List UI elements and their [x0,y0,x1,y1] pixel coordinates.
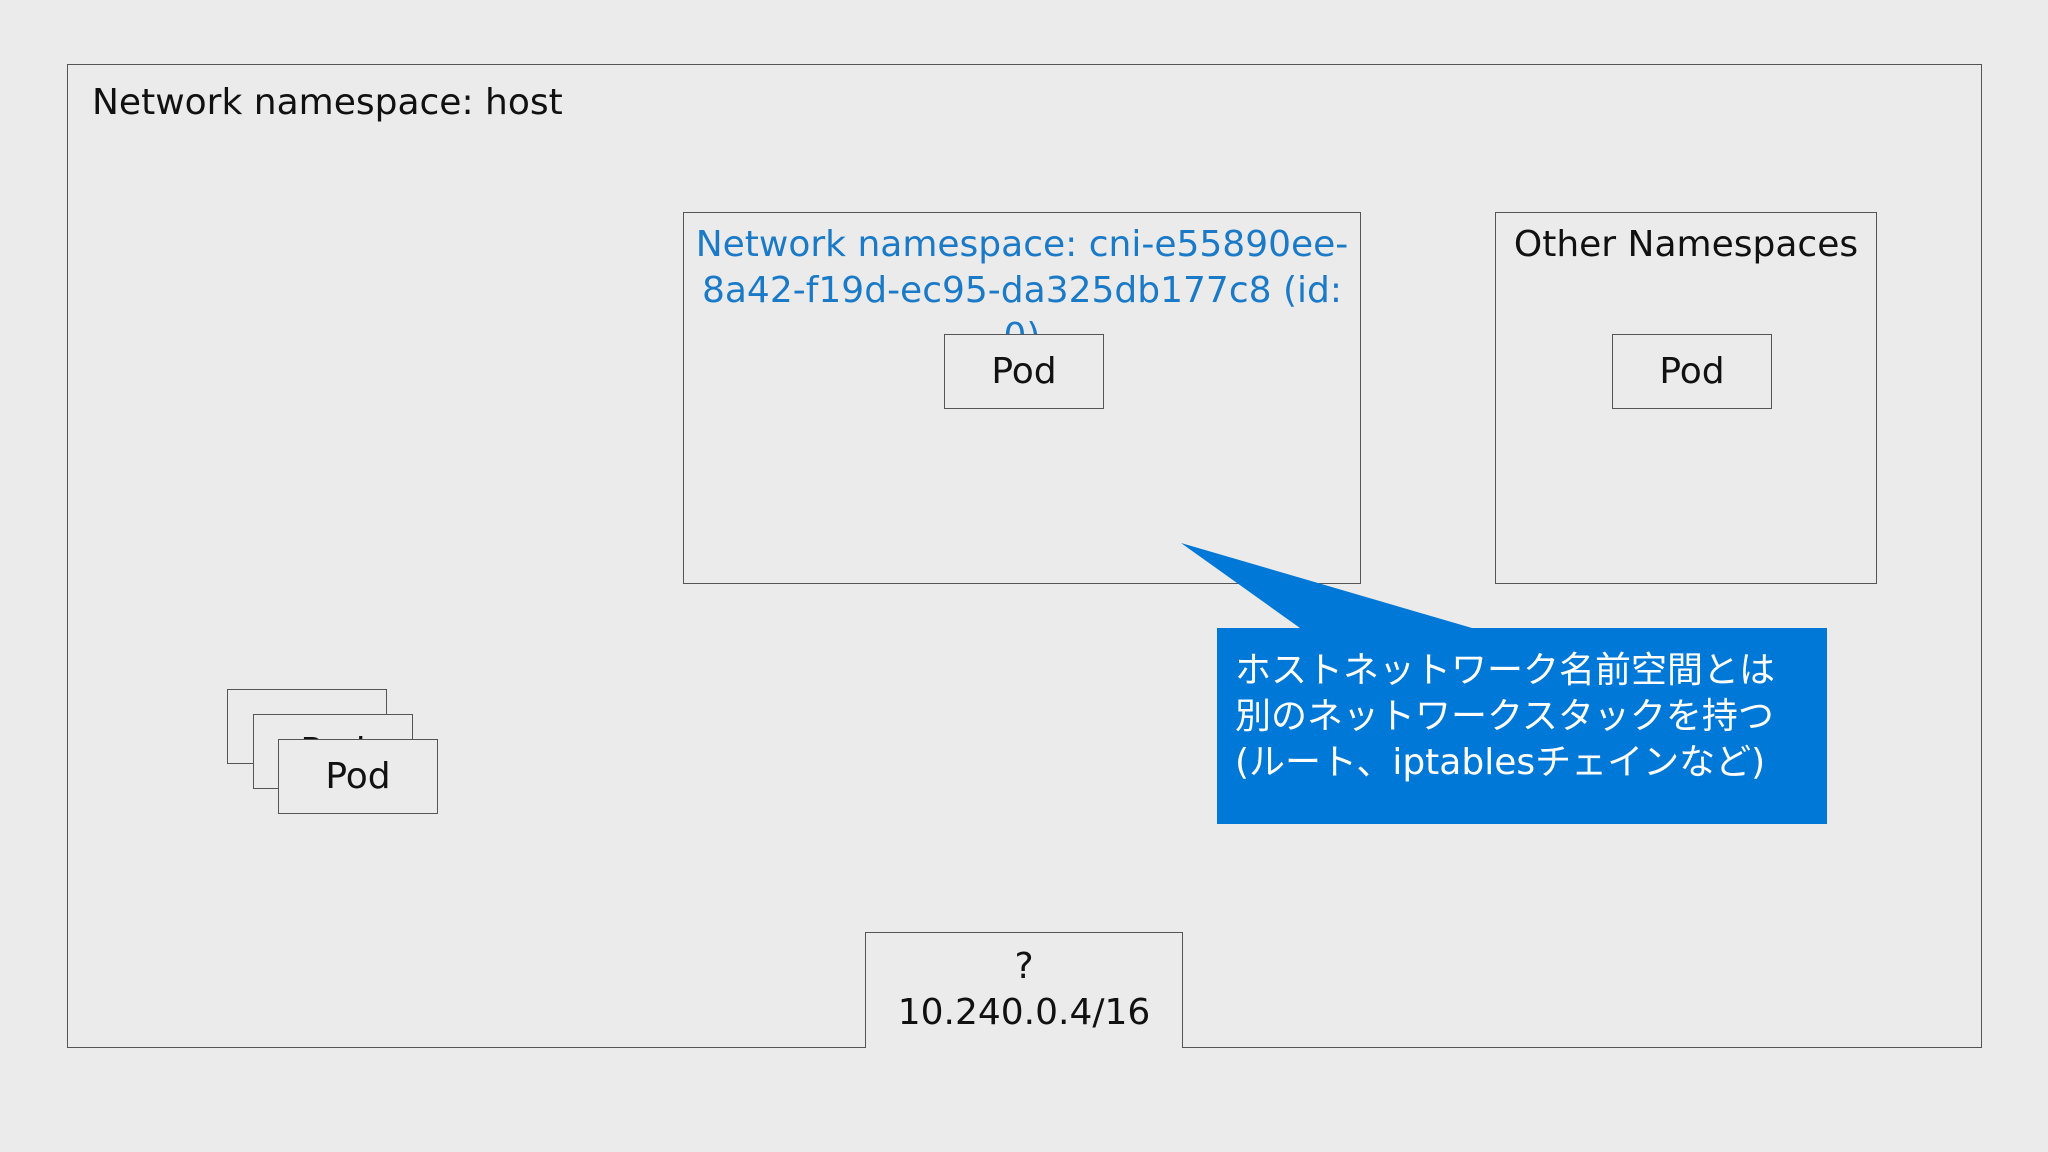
network-interface-box: ? 10.240.0.4/16 [865,932,1183,1048]
host-namespace-title: Network namespace: host [92,82,563,123]
other-namespaces-title: Other Namespaces [1513,224,1859,265]
callout-line-2: 別のネットワークスタックを持つ [1235,696,1774,737]
other-namespaces-box [1495,212,1877,584]
host-pod-front: Pod [278,739,438,814]
interface-ip: 10.240.0.4/16 [897,992,1151,1033]
callout-pointer [1181,543,1472,628]
cni-pod: Pod [944,334,1104,409]
other-pod: Pod [1612,334,1772,409]
callout-line-1: ホストネットワーク名前空間とは [1235,650,1776,691]
callout-text: ホストネットワーク名前空間とは 別のネットワークスタックを持つ (ルート、ipt… [1217,628,1827,824]
callout-box [1217,628,1827,824]
interface-name: ? [1014,946,1034,987]
callout-line-3: (ルート、iptablesチェインなど) [1235,742,1766,783]
cni-namespace-box [683,212,1361,584]
